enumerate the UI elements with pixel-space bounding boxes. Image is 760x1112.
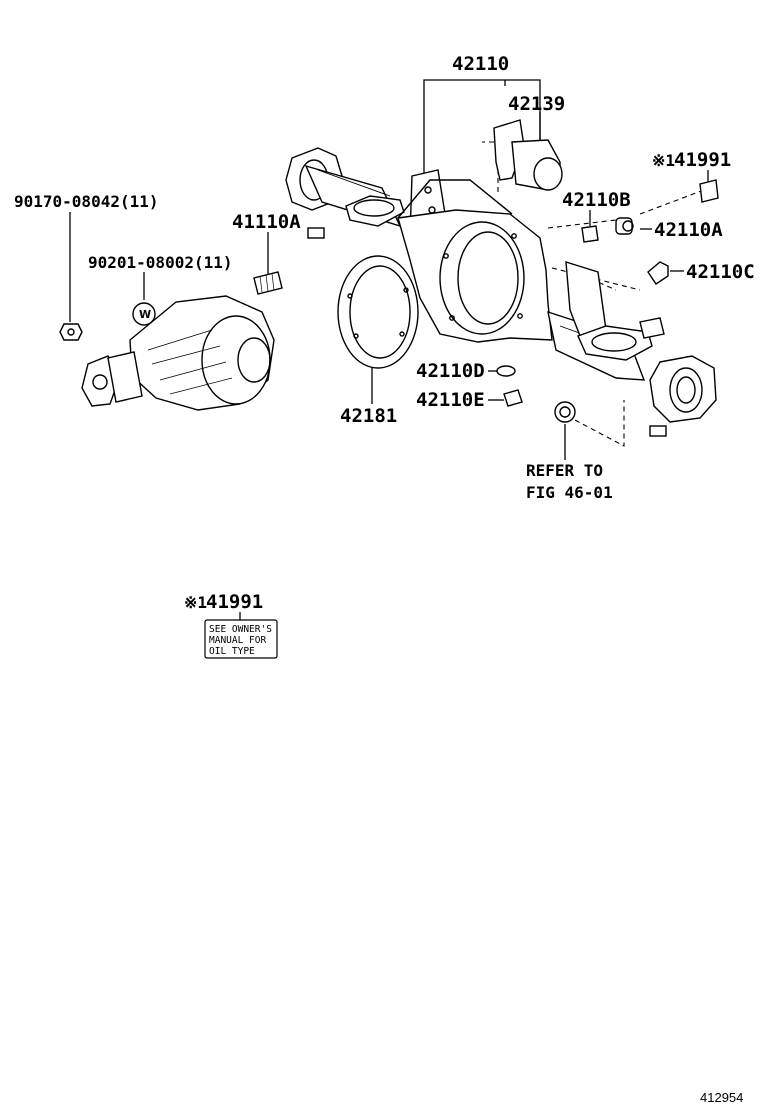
label-90201-08002[interactable]: 90201-08002(11)	[88, 253, 233, 272]
label-41991-mark-bottom: ※1	[184, 593, 207, 612]
refer-to-line2[interactable]: FIG 46-01	[526, 483, 613, 502]
label-41991-top[interactable]: 41991	[674, 149, 731, 171]
label-42181[interactable]: 42181	[340, 405, 397, 427]
oil-label-line1: SEE OWNER'S	[209, 624, 272, 635]
oil-label-line2: MANUAL FOR	[209, 635, 266, 646]
label-42110A[interactable]: 42110A	[654, 219, 723, 241]
oil-type-label[interactable]: SEE OWNER'S MANUAL FOR OIL TYPE	[204, 619, 278, 659]
leader-lines	[69, 79, 709, 620]
nut-42110A[interactable]	[615, 217, 634, 235]
label-42110[interactable]: 42110	[452, 53, 509, 75]
breather-42110C[interactable]	[647, 261, 669, 285]
plug-42110D[interactable]	[496, 365, 516, 377]
oil-label-line3: OIL TYPE	[209, 646, 255, 657]
part-42139[interactable]	[493, 119, 563, 191]
label-42110E[interactable]: 42110E	[416, 389, 485, 411]
label-41110A[interactable]: 41110A	[232, 211, 301, 233]
label-41991-mark-top: ※1	[652, 151, 675, 170]
refer-part-ring[interactable]	[554, 401, 576, 423]
nut-90170[interactable]	[59, 323, 83, 341]
label-42110D[interactable]: 42110D	[416, 360, 485, 382]
differential-carrier[interactable]	[81, 295, 275, 411]
axle-housing[interactable]	[285, 147, 717, 437]
plug-42110E[interactable]	[503, 389, 523, 407]
washer-mark: W	[139, 308, 151, 321]
washer-90201[interactable]: W	[132, 302, 156, 326]
gasket-42181[interactable]	[337, 255, 419, 369]
tag-41991-top[interactable]	[699, 179, 719, 203]
label-41991-bottom[interactable]: 41991	[206, 591, 263, 613]
plug-42110B[interactable]	[581, 225, 599, 243]
label-42110C[interactable]: 42110C	[686, 261, 755, 283]
stud-41110A[interactable]	[253, 271, 283, 295]
label-90170-08042[interactable]: 90170-08042(11)	[14, 192, 159, 211]
refer-to-line1: REFER TO	[526, 461, 603, 480]
label-42110B[interactable]: 42110B	[562, 189, 631, 211]
label-42139[interactable]: 42139	[508, 93, 565, 115]
figure-number: 412954	[700, 1090, 743, 1105]
